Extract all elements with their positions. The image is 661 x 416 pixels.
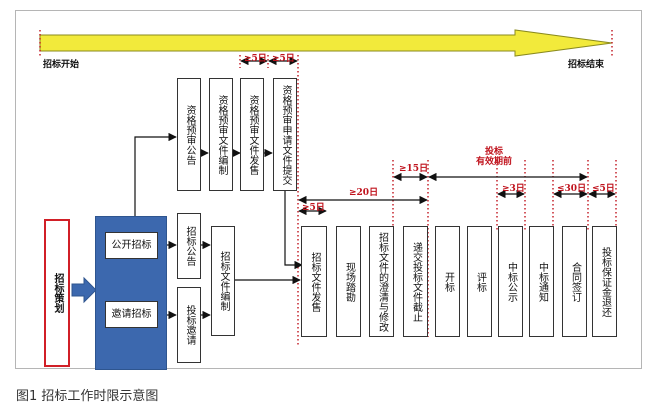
figure-caption: 图1 招标工作时限示意图 <box>16 389 159 404</box>
guide-lines <box>39 30 617 345</box>
bid-invite-box: 投标邀请 <box>177 287 201 363</box>
step-deposit-return-box: 投标保证金退还 <box>592 226 617 337</box>
duration-arrows <box>240 56 616 216</box>
start-label: 招标开始 <box>43 60 80 70</box>
duration-label-5: ≥15日 <box>399 164 429 174</box>
step-doc-issue-box: 招标文件发售 <box>301 226 327 337</box>
timeline-arrow <box>39 29 613 57</box>
duration-label-6: ≥3日 <box>502 184 525 194</box>
step-contract-box: 合同签订 <box>562 226 587 337</box>
end-label: 招标结束 <box>568 60 605 70</box>
prequal-notice-box: 资格预审公告 <box>177 78 201 191</box>
step-publicity-box: 中标公示 <box>498 226 523 337</box>
duration-label-8: ≤5日 <box>592 184 615 194</box>
planning-arrow <box>71 276 97 304</box>
prequal-doc-issue-box: 资格预审文件发售 <box>240 78 264 191</box>
prequal-submit-box: 资格预审申请文件提交 <box>273 78 297 191</box>
bid-doc-prep-box: 招标文件编制 <box>211 226 235 336</box>
validity-label: 投标 有效期前 <box>476 147 513 167</box>
step-clarify-box: 招标文件的澄清与修改 <box>369 226 394 337</box>
duration-label-4: ≥20日 <box>349 188 379 198</box>
invited-tender-box: 邀请招标 <box>105 301 158 328</box>
duration-label-3: ≥5日 <box>302 203 325 213</box>
step-open-box: 开标 <box>435 226 460 337</box>
bid-announce-box: 招标公告 <box>177 213 201 279</box>
prequal-doc-prep-box: 资格预审文件编制 <box>209 78 233 191</box>
planning-box: 招标策划 <box>44 219 70 367</box>
duration-label-7: ≤30日 <box>557 184 587 194</box>
step-notice-box: 中标通知 <box>529 226 554 337</box>
flow-connectors <box>134 132 303 320</box>
open-tender-box: 公开招标 <box>105 232 158 259</box>
duration-label-1: ≥5日 <box>244 54 267 64</box>
duration-label-2: ≥5日 <box>272 54 295 64</box>
step-deadline-box: 递交投标文件截止 <box>403 226 428 337</box>
step-site-visit-box: 现场踏勘 <box>336 226 361 337</box>
diagram-frame <box>15 10 642 369</box>
step-evaluate-box: 评标 <box>467 226 492 337</box>
